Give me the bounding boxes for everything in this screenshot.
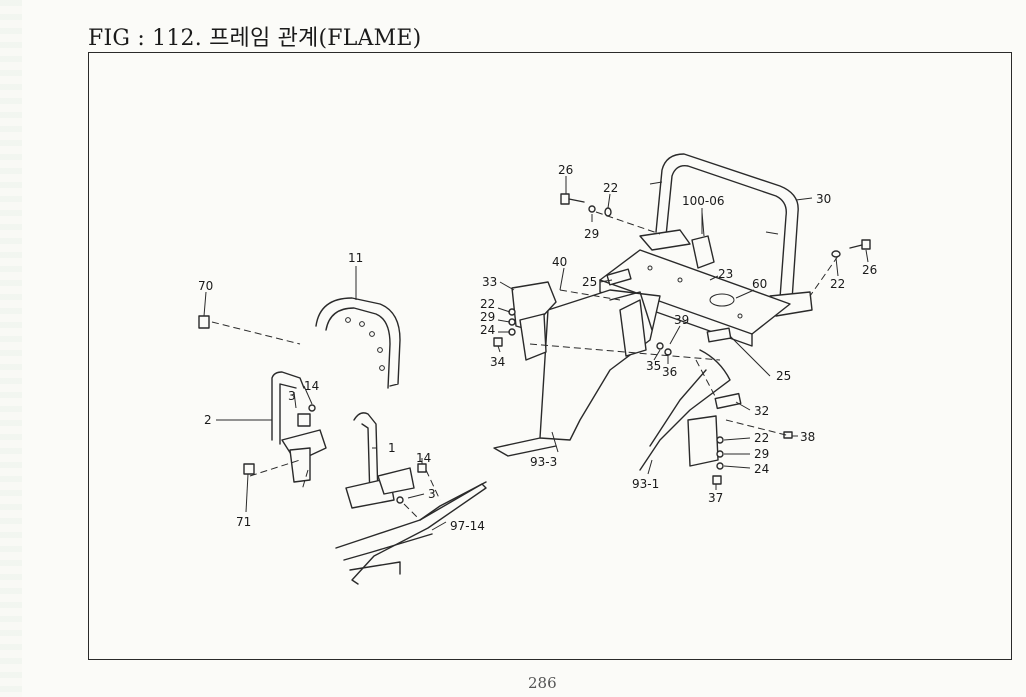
- callout-24: 24: [480, 323, 495, 337]
- callout-40: 40: [552, 255, 567, 269]
- callout-93-3: 93-3: [530, 455, 557, 469]
- front-frame-2-part: [271, 371, 327, 483]
- callout-3: 3: [288, 389, 296, 403]
- callout-39: 39: [674, 313, 689, 327]
- callout-60: 60: [752, 277, 767, 291]
- fender-11-part: [315, 297, 401, 389]
- callout-36: 36: [662, 365, 677, 379]
- callout-2: 2: [204, 413, 212, 427]
- callout-33: 33: [482, 275, 497, 289]
- callout-30: 30: [816, 192, 831, 206]
- callout-35: 35: [646, 359, 661, 373]
- leader-lines: [203, 176, 869, 531]
- assembly-lines: [211, 211, 839, 521]
- callout-70: 70: [198, 279, 213, 293]
- callout-34: 34: [490, 355, 505, 369]
- callout-14: 14: [304, 379, 319, 393]
- plate-25-lower: [706, 327, 732, 343]
- left-bracket-part: [511, 281, 557, 361]
- callout-38: 38: [800, 430, 815, 444]
- callout-23: 23: [718, 267, 733, 281]
- callout-26: 26: [558, 163, 573, 177]
- scan-margin: [0, 0, 22, 697]
- bolt-71-part: [243, 463, 255, 475]
- callout-labels: 26 22 29 100-06 30 26 22 11 70 40 33 25 …: [198, 163, 877, 533]
- bracket-100-06-part: [691, 211, 715, 269]
- cross-member-part: [599, 249, 791, 347]
- callout-22: 22: [830, 277, 845, 291]
- callout-22: 22: [480, 297, 495, 311]
- callout-25: 25: [582, 275, 597, 289]
- page-number: 286: [528, 674, 557, 692]
- callout-32: 32: [754, 404, 769, 418]
- plate-32: [714, 392, 742, 410]
- callout-22: 22: [754, 431, 769, 445]
- side-frame-part: [639, 349, 731, 471]
- diagram-frame: [88, 52, 1012, 660]
- callout-97-14: 97-14: [450, 519, 485, 533]
- callout-1: 1: [388, 441, 396, 455]
- bolt-70-part: [198, 315, 210, 329]
- callout-14: 14: [416, 451, 431, 465]
- callout-25: 25: [776, 369, 791, 383]
- callout-100-06: 100-06: [682, 194, 725, 208]
- plate-25-upper: [606, 268, 632, 286]
- callout-93-1: 93-1: [632, 477, 659, 491]
- figure-title: FIG : 112. 프레임 관계(FLAME): [88, 26, 422, 51]
- callout-29: 29: [480, 310, 495, 324]
- guard-1-part: [345, 412, 427, 509]
- callout-11: 11: [348, 251, 363, 265]
- callout-22: 22: [603, 181, 618, 195]
- frame-rail-97-14-part: [335, 481, 487, 585]
- callout-71: 71: [236, 515, 251, 529]
- callout-29: 29: [754, 447, 769, 461]
- callout-3: 3: [428, 487, 436, 501]
- fender-frame-part: [493, 289, 661, 457]
- callout-24: 24: [754, 462, 769, 476]
- callout-29: 29: [584, 227, 599, 241]
- callout-26: 26: [862, 263, 877, 277]
- callout-37: 37: [708, 491, 723, 505]
